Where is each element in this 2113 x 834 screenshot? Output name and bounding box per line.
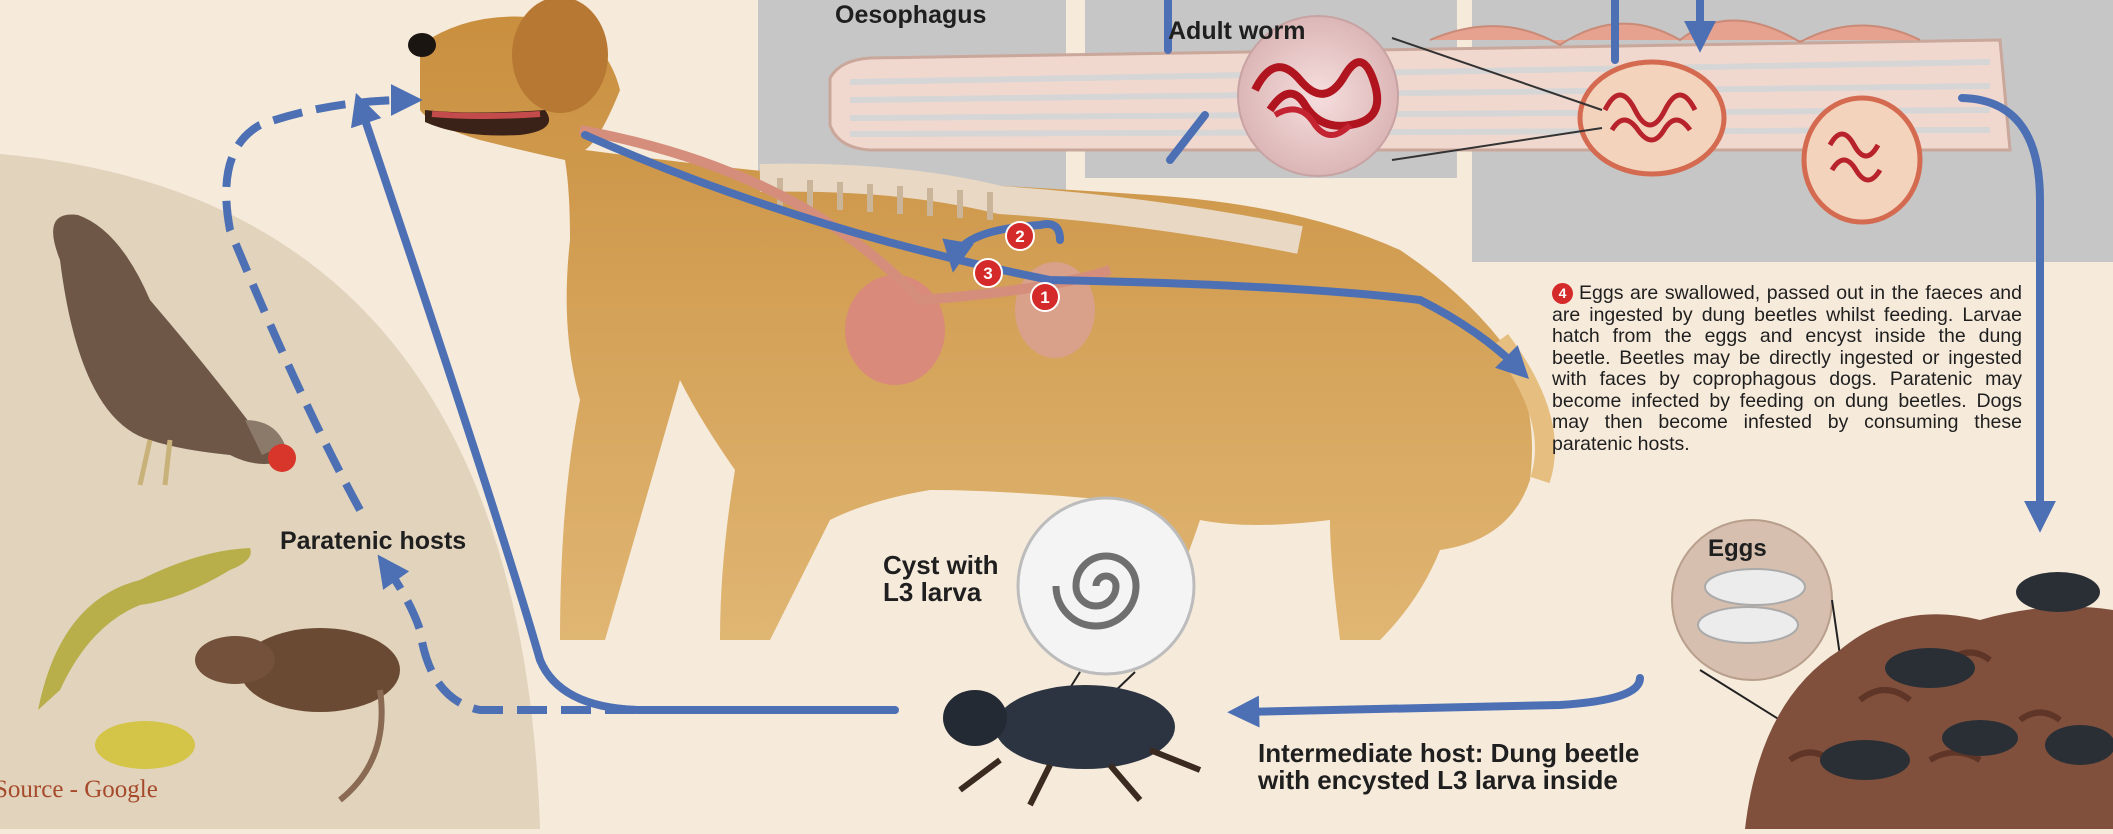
step-marker-1: 1 xyxy=(1031,283,1059,311)
oesophagus-label: Oesophagus xyxy=(835,2,986,28)
step-number: 1 xyxy=(1040,288,1049,307)
lifecycle-description: 4Eggs are swallowed, passed out in the f… xyxy=(1552,283,2022,455)
paratenic-hosts-label: Paratenic hosts xyxy=(280,528,466,554)
description-text: Eggs are swallowed, passed out in the fa… xyxy=(1552,282,2022,455)
cyst-label: Cyst with L3 larva xyxy=(883,552,999,607)
nodule-large xyxy=(1580,62,1724,174)
source-caption: Source - Google xyxy=(0,776,158,804)
to-beetle-arrow xyxy=(1240,678,1640,712)
step-marker-4: 4 xyxy=(1552,283,1573,304)
eggs-label: Eggs xyxy=(1708,536,1767,561)
step-number: 3 xyxy=(983,264,992,283)
cyst-bubble xyxy=(1018,498,1194,674)
step-number: 2 xyxy=(1015,227,1024,246)
step-marker-3: 3 xyxy=(974,259,1002,287)
step-marker-2: 2 xyxy=(1006,222,1034,250)
frog xyxy=(95,721,195,769)
dung-beetle xyxy=(943,685,1200,805)
nodule-small xyxy=(1804,98,1920,222)
intermediate-host-label: Intermediate host: Dung beetle with ency… xyxy=(1258,740,1639,795)
adult-worm-label: Adult worm xyxy=(1168,18,1306,44)
